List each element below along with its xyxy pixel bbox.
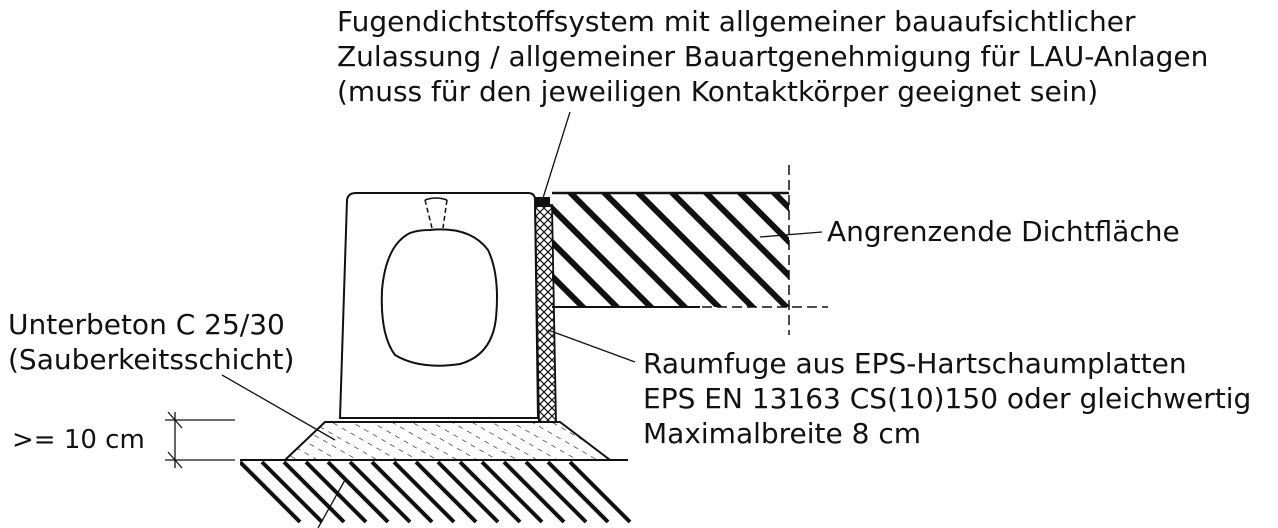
label-raumfuge-line3: Maximalbreite 8 cm [643, 417, 922, 450]
leader-ground [317, 479, 346, 528]
label-raumfuge-line1: Raumfuge aus EPS-Hartschaumplatten [643, 347, 1187, 380]
lean-concrete [282, 421, 613, 461]
leader-unterbeton [221, 374, 336, 441]
label-raumfuge: Raumfuge aus EPS-Hartschaumplatten EPS E… [643, 346, 1251, 451]
label-fugendichtstoff-line3: (muss für den jeweiligen Kontaktkörper g… [337, 75, 1099, 108]
label-fugendichtstoff: Fugendichtstoffsystem mit allgemeiner ba… [337, 4, 1208, 109]
sealing-slab [552, 193, 789, 307]
ground-hatching [240, 460, 632, 524]
label-unterbeton-line2: (Sauberkeitsschicht) [8, 343, 295, 376]
label-fugendichtstoff-line2: Zulassung / allgemeiner Bauartgenehmigun… [337, 40, 1209, 73]
joint-sealant [535, 197, 550, 207]
label-fugendichtstoff-line1: Fugendichtstoffsystem mit allgemeiner ba… [337, 5, 1136, 38]
channel-slot [424, 199, 448, 229]
label-unterbeton-line1: Unterbeton C 25/30 [8, 308, 285, 341]
label-raumfuge-line2: EPS EN 13163 CS(10)150 oder gleichwertig [643, 382, 1252, 415]
label-dichtflaeche: Angrenzende Dichtfläche [827, 215, 1180, 248]
channel-opening [380, 228, 498, 367]
leader-dichtflaeche [759, 231, 823, 238]
leader-sealant [542, 111, 571, 199]
label-dimension: >= 10 cm [12, 425, 145, 455]
label-unterbeton: Unterbeton C 25/30 (Sauberkeitsschicht) [8, 307, 294, 377]
leader-raumfuge [547, 329, 636, 363]
dimension-marker [165, 411, 235, 469]
